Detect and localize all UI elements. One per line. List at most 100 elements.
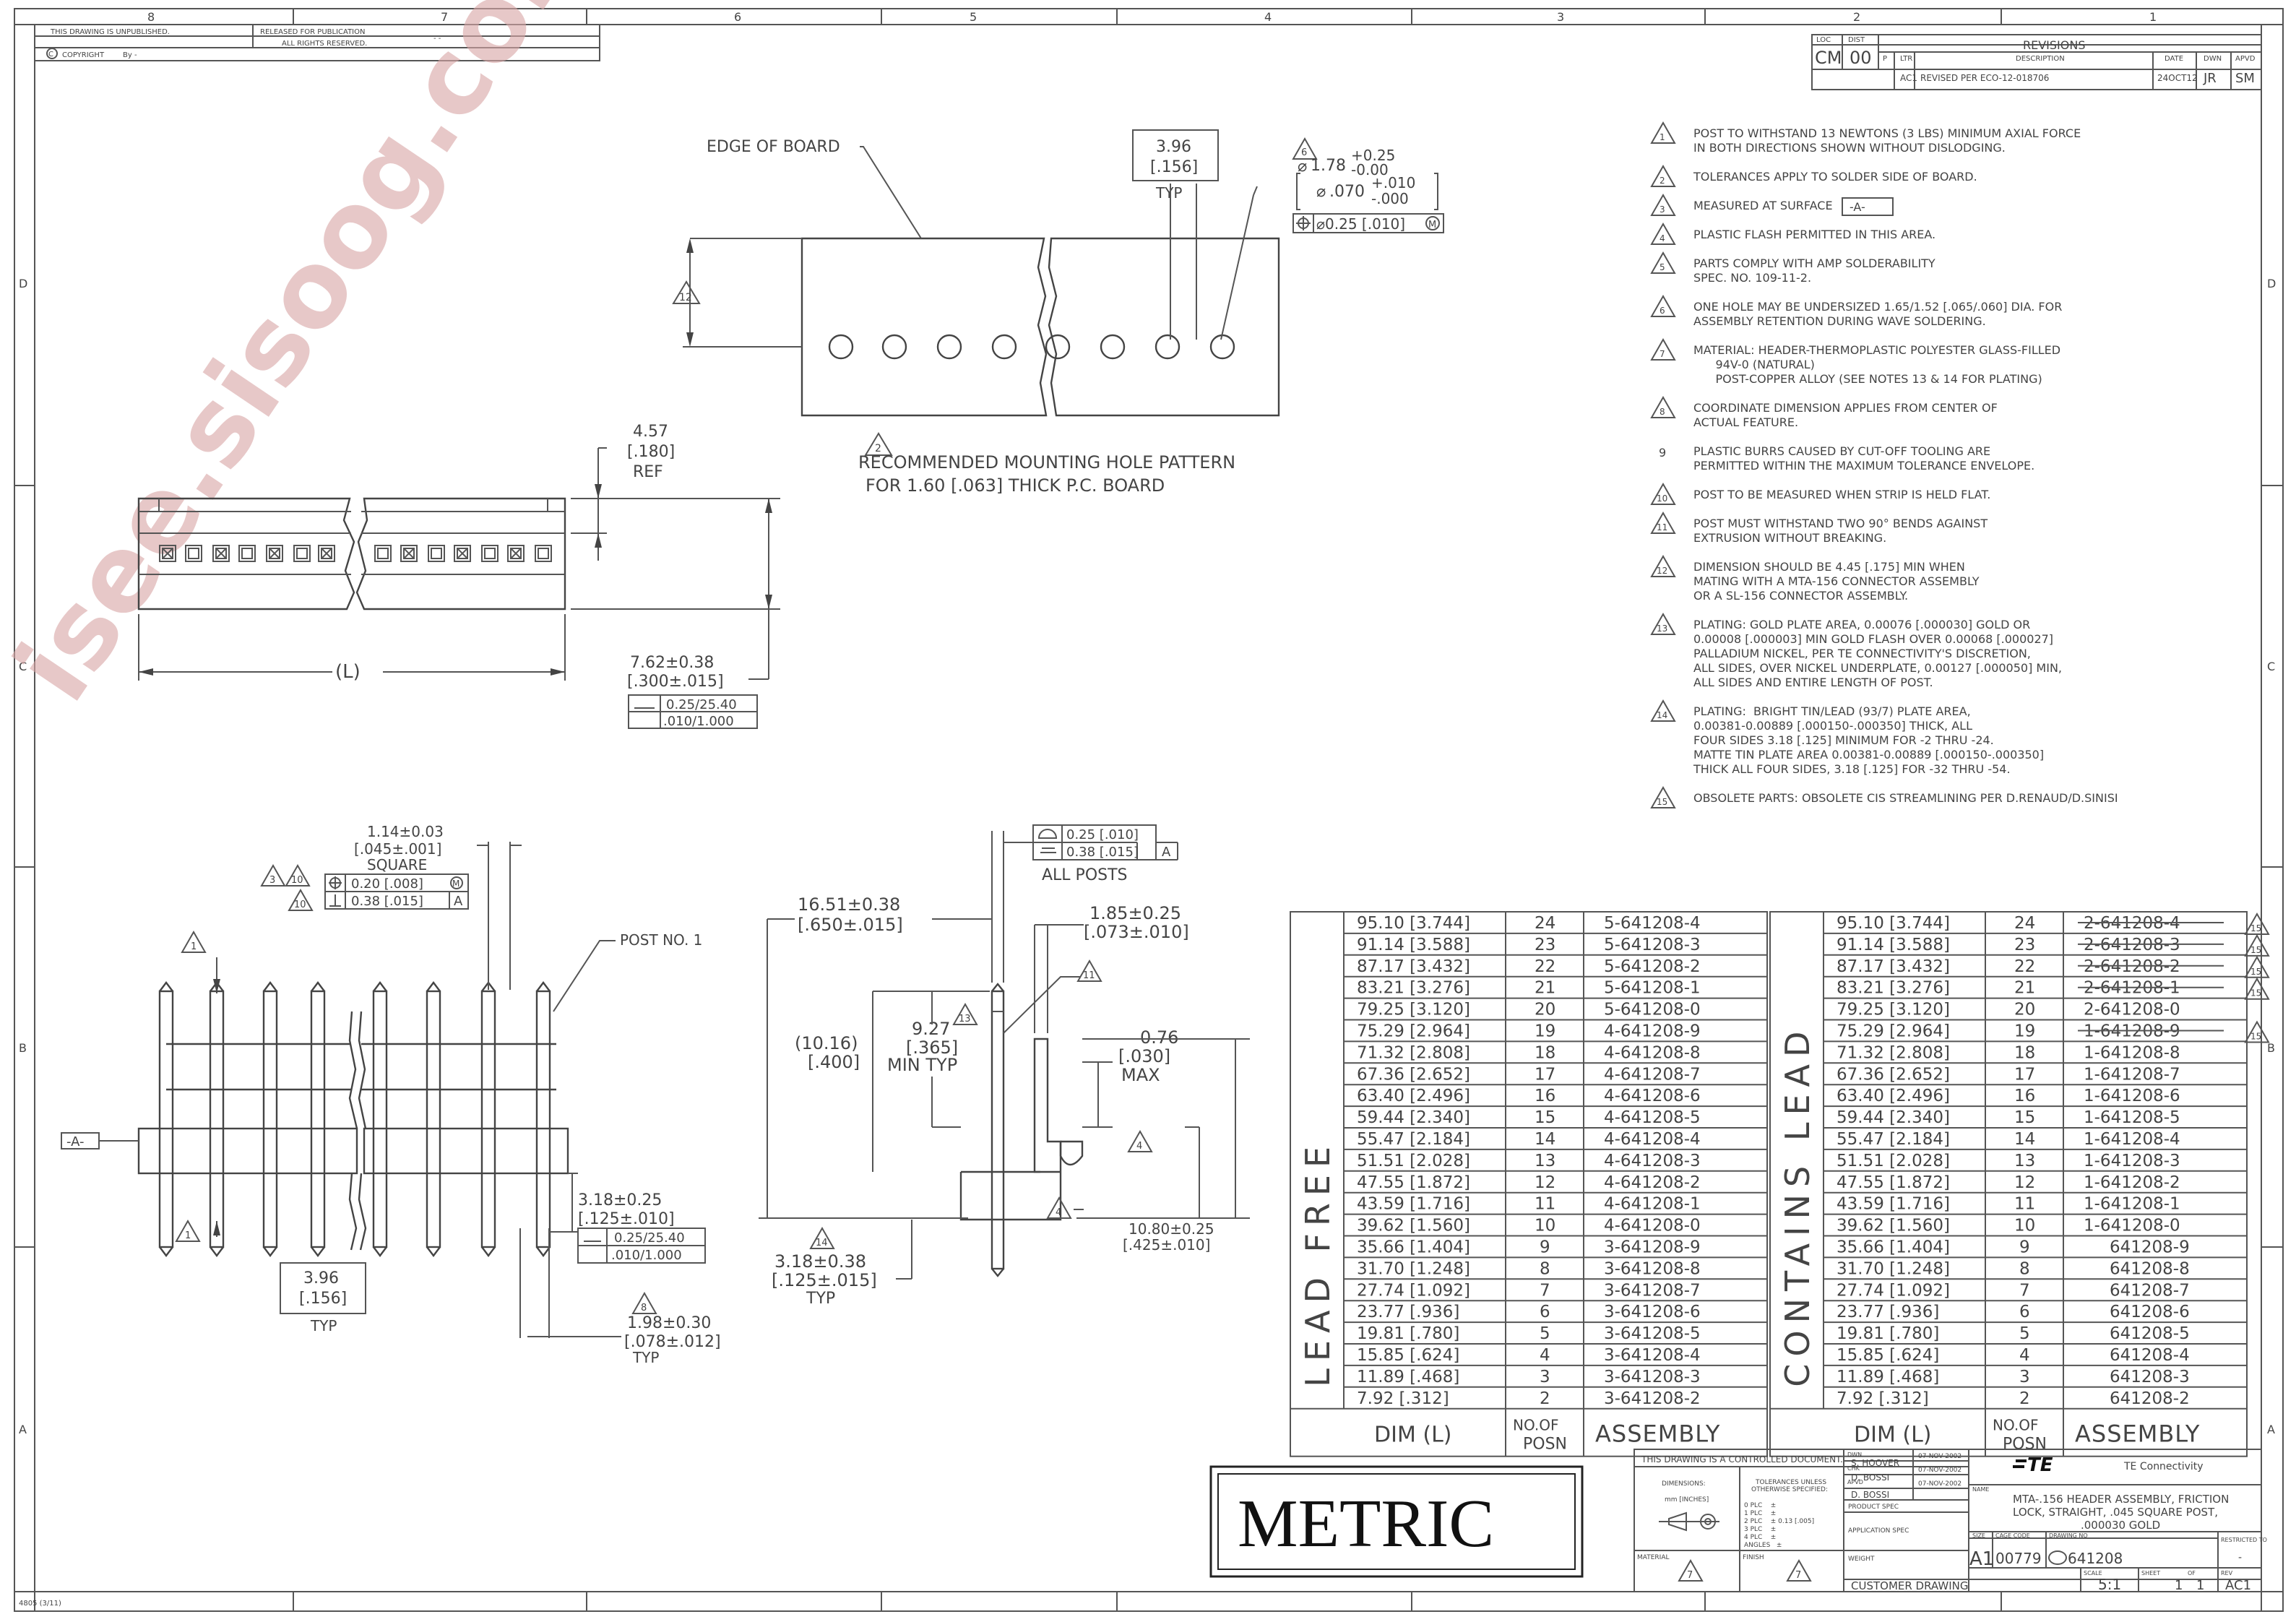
obsolete-flag: 15 [2250,923,2261,933]
revisions-block: LOC DIST CM 00 REVISIONS P LTR DESCRIPTI… [1811,34,2262,90]
cell-dim-l: 7.92 [.312] [1357,1389,1449,1408]
side-fcf-r1: 0.25 [.010] [1066,827,1139,842]
note-flag-triangle [1650,395,1676,418]
note-text-line: MATTE TIN PLATE AREA 0.00381-0.00889 [.0… [1693,748,2044,762]
cell-posn: 20 [2014,1001,2035,1019]
cell-posn: 3 [1540,1368,1550,1386]
hole-pattern-view: 12 EDGE OF BOARD 3.96 [.156] TYP 6 ⌀ 1.7… [672,129,1444,496]
cell-dim-l: 15.85 [.624] [1357,1346,1459,1365]
finish-label: FINISH [1743,1554,1764,1561]
note-text-line: POST TO BE MEASURED WHEN STRIP IS HELD F… [1693,488,1990,501]
zone-label-right-C: C [2267,660,2275,673]
application-spec: APPLICATION SPEC [1848,1527,1909,1535]
dim-1016-in: [.400] [808,1052,860,1072]
chk-label: CHK [1847,1465,1860,1472]
width-mm: 7.62±0.38 [630,654,714,672]
note-number: 8 [1660,407,1665,417]
cell-dim-l: 39.62 [1.560] [1357,1217,1470,1235]
flag-11: 11 [1083,970,1095,981]
top-view-post [238,545,256,562]
cell-assembly: 1-641208-0 [2084,1217,2180,1235]
obsolete-flag: 15 [2250,988,2261,998]
cell-dim-l: 75.29 [2.964] [1357,1022,1470,1041]
note-text-line: ALL SIDES, OVER NICKEL UNDERPLATE, 0.001… [1693,661,2062,675]
cell-posn: 18 [2014,1043,2035,1062]
flag-triangle [672,280,701,304]
obsolete-flag: 15 [2250,967,2261,977]
front-pitch-typ: TYP [310,1317,337,1334]
zone-label-top-5: 5 [970,10,977,24]
cell-assembly: 641208-2 [2110,1389,2190,1408]
scale-value: 5:1 [2098,1576,2121,1593]
rev-ltr: AC1 [1900,73,1917,83]
cell-dim-l: 71.32 [2.808] [1837,1043,1950,1062]
cell-assembly: 3-641208-5 [1604,1324,1701,1343]
hole-position-mod: M [1428,220,1436,230]
svg-text:C: C [48,51,53,59]
cell-assembly: 1-641208-4 [2084,1130,2180,1149]
fcf1-r2: 0.38 [.015] [351,894,423,909]
header-dim-l: DIM (L) [1854,1423,1932,1448]
note-text-line: ALL SIDES AND ENTIRE LENGTH OF POST. [1693,676,1933,689]
note-text-line: MATING WITH A MTA-156 CONNECTOR ASSEMBLY [1693,574,1980,588]
cell-posn: 16 [1535,1087,1555,1105]
cell-assembly: 2-641208-0 [2084,1001,2180,1019]
note-number: 15 [1657,797,1667,807]
cell-dim-l: 75.29 [2.964] [1837,1022,1950,1041]
note-number: 9 [1659,446,1666,460]
cell-dim-l: 51.51 [2.028] [1837,1152,1950,1170]
front-view-post [535,990,551,1248]
note-text-line: 94V-0 (NATURAL) [1693,358,1815,371]
cell-dim-l: 63.40 [2.496] [1357,1087,1470,1105]
cell-dim-l: 87.17 [3.432] [1837,957,1950,976]
cell-assembly: 5-641208-3 [1604,936,1701,954]
note-text-line: ONE HOLE MAY BE UNDERSIZED 1.65/1.52 [.0… [1693,300,2062,314]
cell-dim-l: 15.85 [.624] [1837,1346,1939,1365]
dim-1016-mm: (10.16) [795,1033,858,1053]
cell-posn: 7 [2019,1281,2030,1300]
fcf1-flag-b: 10 [291,875,303,886]
cell-dim-l: 71.32 [2.808] [1357,1043,1470,1062]
cell-posn: 15 [2014,1108,2035,1127]
note-number: 11 [1657,522,1667,532]
rights-text: ALL RIGHTS RESERVED. [282,40,367,48]
mounting-hole [1045,334,1071,360]
length-label: (L) [335,661,361,683]
mounting-hole [881,334,907,360]
fcf1-flag-c: 10 [294,900,306,910]
product-spec: PRODUCT SPEC [1848,1504,1899,1511]
zone-label-left-D: D [19,277,27,290]
controlled-doc: THIS DRAWING IS A CONTROLLED DOCUMENT. [1641,1454,1843,1464]
table-side-label: LEAD FREE [1298,1139,1337,1387]
top-view-post [159,545,176,562]
note-flag-triangle [1650,294,1676,317]
cell-posn: 11 [1535,1195,1555,1214]
cell-posn: 17 [2014,1065,2035,1084]
width-fcf-r1: 0.25/25.40 [666,697,737,712]
dim-318-fcf-r2: .010/1.000 [611,1248,682,1263]
dim-076-in: [.030] [1118,1046,1170,1066]
top-view-post [293,545,311,562]
height-in: [.180] [627,443,675,461]
tolerance-row: 1 PLC ± [1744,1510,1776,1517]
dim-927-in: [.365] [906,1038,958,1058]
cell-posn: 2 [2019,1389,2030,1408]
flag-12: 12 [679,292,692,303]
rev-h-date: DATE [2165,55,2183,63]
cell-assembly: 5-641208-0 [1604,1001,1701,1019]
weight-label: WEIGHT [1848,1556,1875,1563]
zone-label-top-2: 2 [1853,10,1860,24]
